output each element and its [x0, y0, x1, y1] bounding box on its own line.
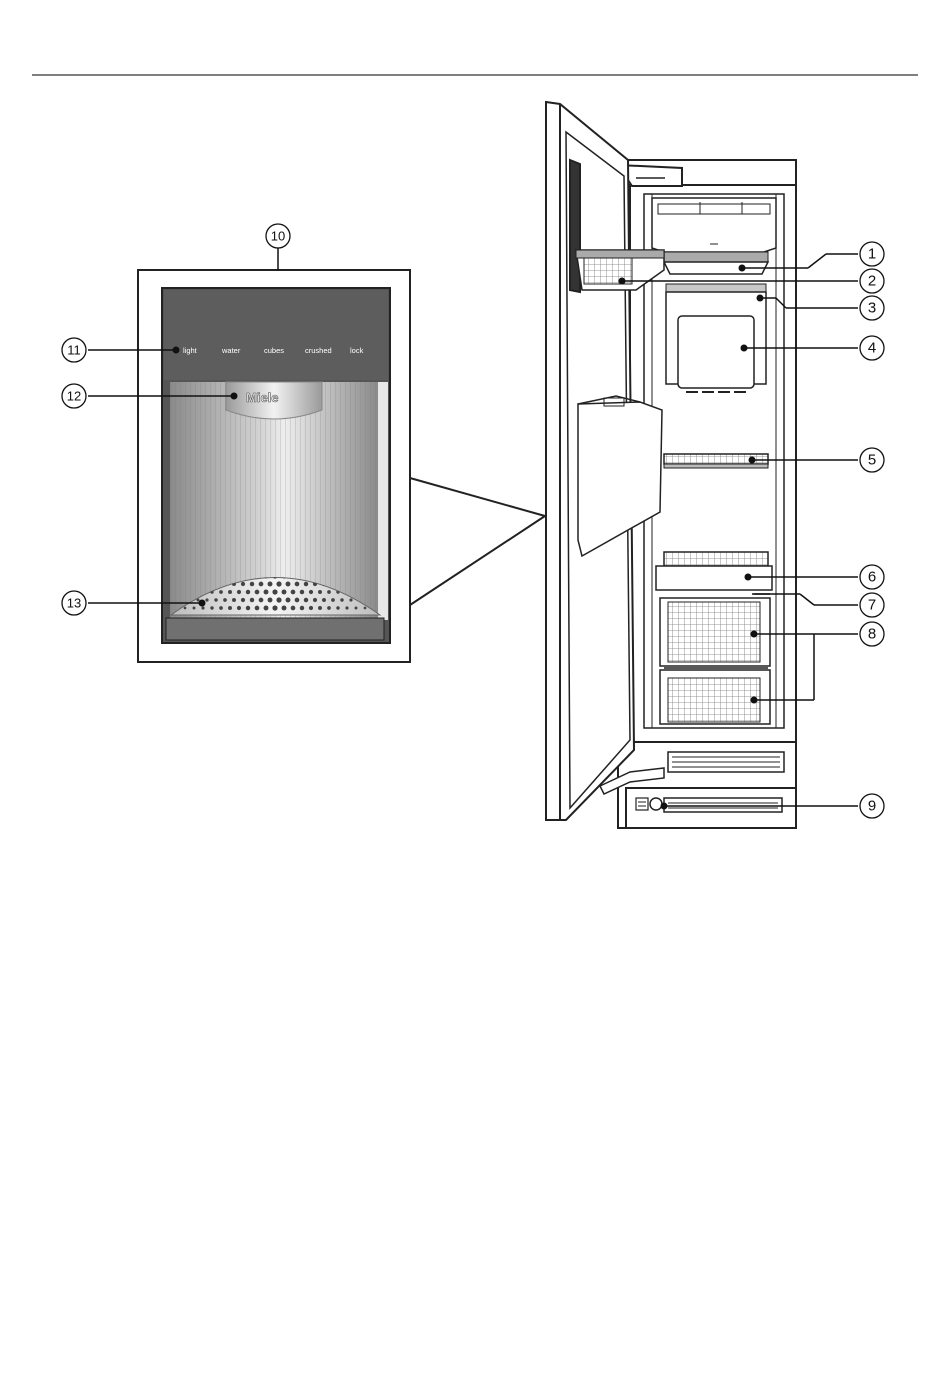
callout-4: 4: [868, 340, 876, 357]
callout-1: 1: [868, 246, 876, 263]
panel-button-crushed[interactable]: crushed: [305, 346, 332, 355]
zoom-line-top: [410, 478, 545, 516]
panel-button-lock[interactable]: lock: [350, 346, 364, 355]
callout-13: 13: [67, 596, 81, 611]
freezer-drawer-top: [664, 552, 768, 566]
panel-button-light[interactable]: light: [183, 346, 198, 355]
door-handle-strip: [570, 160, 580, 292]
callout-5: 5: [868, 452, 876, 469]
freezer-appliance: [546, 102, 796, 828]
base-vent: [664, 798, 782, 812]
callout-8: 8: [868, 626, 876, 643]
sensor-button: [650, 798, 662, 810]
ice-bin-lid: [664, 252, 768, 262]
callout-2: 2: [868, 273, 876, 290]
callout-9: 9: [868, 798, 876, 815]
brand-logo: Miele: [246, 390, 279, 405]
ice-container: [678, 316, 754, 388]
callout-12: 12: [67, 389, 81, 404]
control-panel: [164, 290, 388, 380]
callout-10: 10: [271, 229, 285, 244]
drip-tray-base: [166, 618, 384, 640]
zoom-line-bottom: [410, 516, 545, 605]
callout-3: 3: [868, 300, 876, 317]
callout-11: 11: [67, 343, 81, 358]
callout-7: 7: [868, 597, 876, 614]
panel-button-cubes[interactable]: cubes: [264, 346, 284, 355]
shelf-upper: [666, 284, 766, 292]
panel-button-water[interactable]: water: [221, 346, 241, 355]
freezer-drawer: [656, 566, 772, 590]
callout-6: 6: [868, 569, 876, 586]
